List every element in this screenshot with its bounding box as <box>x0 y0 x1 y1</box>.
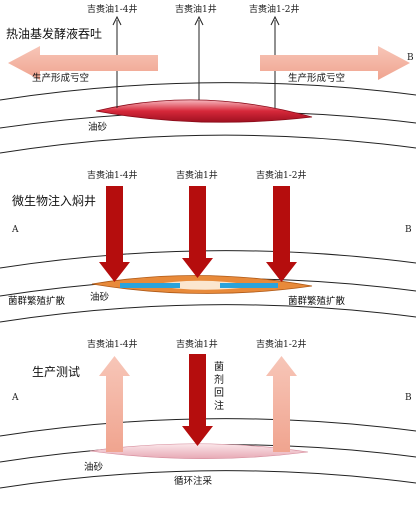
oil-sand-label: 油砂 <box>88 121 108 133</box>
stratum-line <box>0 82 416 101</box>
stratum-line <box>0 134 416 154</box>
production-arrow <box>266 356 297 452</box>
cycle-label: 循环注采 <box>174 475 213 487</box>
bacteria-note-right: 菌群繁殖扩散 <box>288 295 346 307</box>
bacteria-band-left <box>120 283 180 288</box>
bacteria-note-left: 菌群繁殖扩散 <box>8 295 66 307</box>
stratum-line <box>0 470 416 489</box>
stratum-line <box>0 250 416 269</box>
panel-1-title: 热油基发酵液吞吐 <box>6 26 102 41</box>
edge-label-b: B <box>405 393 412 403</box>
well-label: 吉赉油1-4井 <box>87 338 138 350</box>
panel-2: 吉赉油1-4井 吉赉油1井 吉赉油1-2井 微生物注入焖井 A B 菌群繁殖扩散… <box>0 169 416 323</box>
panel-3-title: 生产测试 <box>32 364 80 379</box>
panel-3: 吉赉油1-4井 吉赉油1井 吉赉油1-2井 生产测试 A B 菌 剂 回 注 油… <box>0 338 416 489</box>
panel-1: 热油基发酵液吞吐 吉赉油1-4井 吉赉油1井 吉赉油1-2井 生产形成亏空 生产… <box>0 3 416 154</box>
production-arrow <box>99 356 130 452</box>
reinjection-char: 菌 <box>214 361 224 373</box>
deficit-arrow-right <box>260 46 410 80</box>
reinjection-char: 剂 <box>214 373 224 386</box>
edge-label-a: A <box>11 225 19 235</box>
deficit-arrow-left <box>8 46 158 80</box>
production-well-line <box>194 15 204 100</box>
panel-2-title: 微生物注入焖井 <box>12 193 96 208</box>
deficit-label-right: 生产形成亏空 <box>288 72 345 84</box>
edge-label-b: B <box>407 53 414 63</box>
well-label: 吉赉油1-2井 <box>256 338 307 350</box>
oil-sand-lens <box>89 443 309 460</box>
well-label: 吉赉油1井 <box>176 169 218 181</box>
oil-sand-label: 油砂 <box>84 461 104 473</box>
stratum-line <box>0 418 416 437</box>
deficit-label-left: 生产形成亏空 <box>32 72 89 84</box>
well-label: 吉赉油1-4井 <box>87 169 138 181</box>
well-label: 吉赉油1-4井 <box>87 3 138 15</box>
stratum-line <box>0 304 416 323</box>
reinjection-arrow <box>182 354 213 446</box>
oil-sand-lens <box>95 99 313 123</box>
injection-arrow <box>266 186 297 282</box>
injection-arrow <box>182 186 213 278</box>
edge-label-b: B <box>405 225 412 235</box>
well-label: 吉赉油1井 <box>176 338 218 350</box>
reinjection-char: 注 <box>214 399 224 412</box>
reinjection-char: 回 <box>214 387 224 399</box>
well-label: 吉赉油1-2井 <box>256 169 307 181</box>
edge-label-a: A <box>11 393 19 403</box>
oil-sand-label: 油砂 <box>90 291 110 303</box>
well-label: 吉赉油1井 <box>175 3 217 15</box>
well-label: 吉赉油1-2井 <box>249 3 300 15</box>
injection-arrow <box>99 186 130 282</box>
bacteria-band-right <box>220 283 278 288</box>
